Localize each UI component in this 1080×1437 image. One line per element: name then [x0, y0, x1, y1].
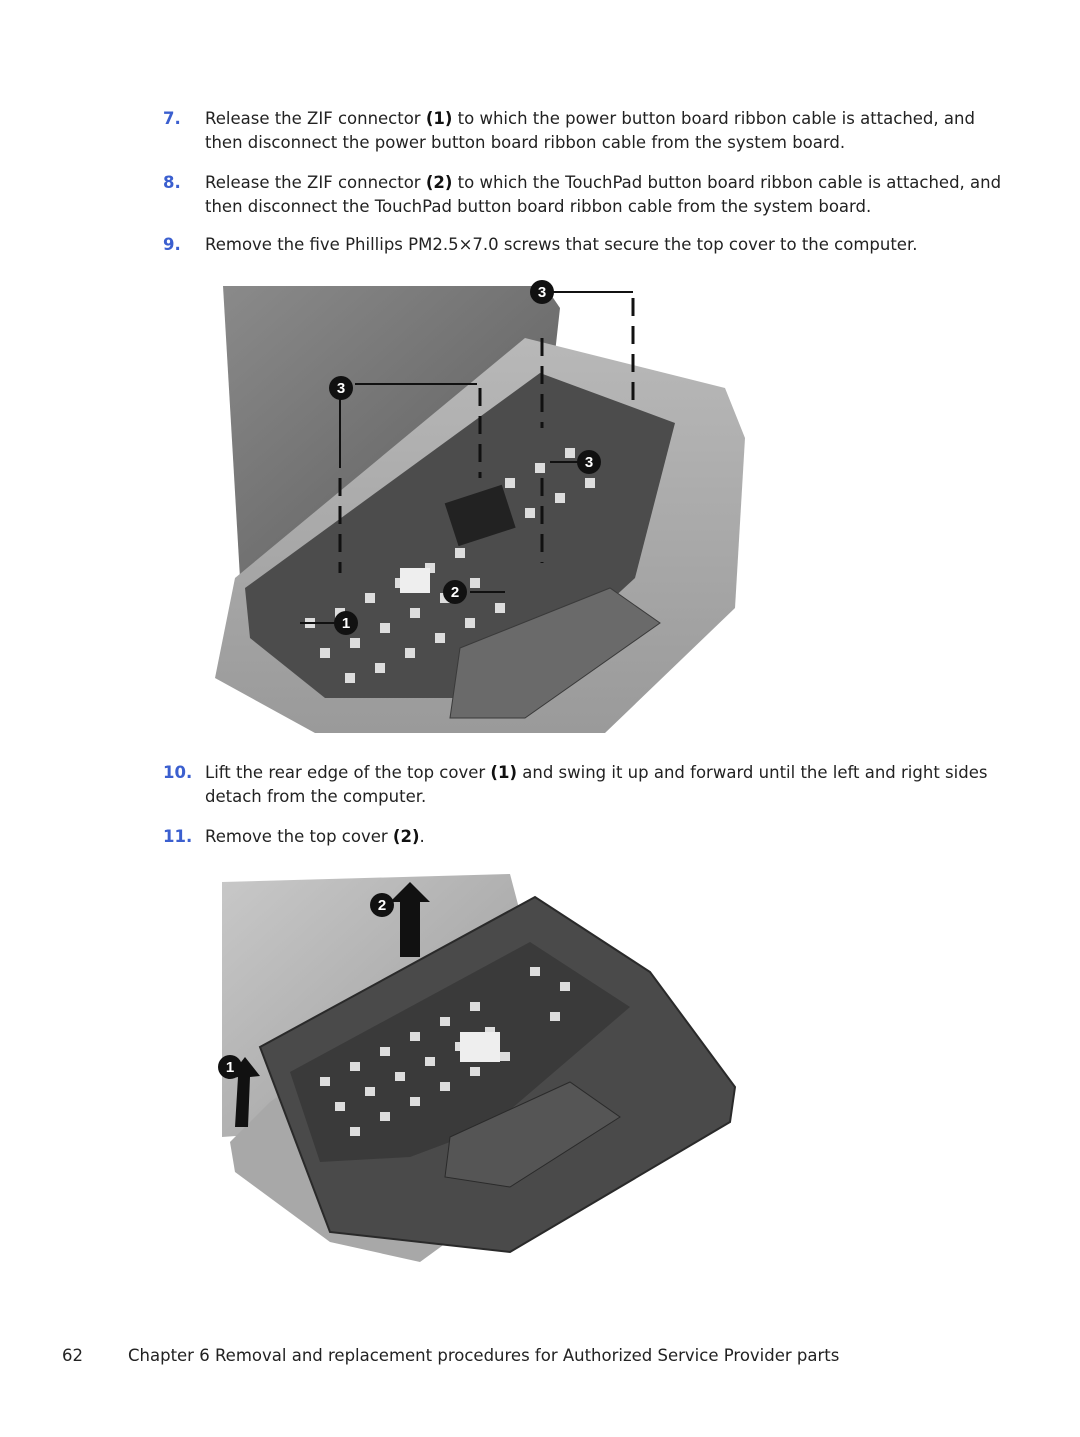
- svg-text:3: 3: [585, 454, 593, 471]
- step-8: 8. Release the ZIF connector (2) to whic…: [163, 171, 1003, 219]
- step-text: Remove the five Phillips PM2.5×7.0 screw…: [205, 235, 918, 254]
- callout-markers: 3 3 3 2 1: [329, 280, 601, 635]
- svg-text:2: 2: [451, 584, 459, 601]
- touchpad: [449, 587, 661, 719]
- step-9: 9. Remove the five Phillips PM2.5×7.0 sc…: [163, 233, 1003, 257]
- step-text: Remove the top cover (2).: [205, 827, 425, 846]
- step-number: 10.: [163, 763, 193, 782]
- step-number: 7.: [163, 109, 181, 128]
- top-cover-removal-figure: 2 1: [218, 874, 737, 1262]
- callout-ref: (1): [425, 109, 453, 128]
- step-text: Release the ZIF connector (2) to which t…: [205, 173, 1002, 216]
- callout-markers: 2 1: [218, 893, 394, 1079]
- svg-text:3: 3: [337, 380, 345, 397]
- page-number: 62: [62, 1346, 83, 1365]
- callout-ref: (2): [392, 827, 420, 846]
- top-cover-screws-figure: 3 3 3 2 1: [215, 280, 745, 733]
- step-text: Release the ZIF connector (1) to which t…: [205, 109, 975, 152]
- touchpad: [444, 1081, 621, 1188]
- step-7: 7. Release the ZIF connector (1) to whic…: [163, 107, 1003, 155]
- page-footer: 62 Chapter 6 Removal and replacement proc…: [62, 1346, 839, 1365]
- callout-ref: (1): [490, 763, 517, 782]
- chapter-title: Chapter 6 Removal and replacement proced…: [128, 1346, 840, 1365]
- step-number: 11.: [163, 827, 193, 846]
- step-number: 9.: [163, 235, 181, 254]
- step-11: 11. Remove the top cover (2).: [163, 825, 1003, 849]
- callout-ref: (2): [425, 173, 453, 192]
- step-text: Lift the rear edge of the top cover (1) …: [205, 763, 988, 806]
- svg-text:1: 1: [342, 615, 350, 632]
- step-10: 10. Lift the rear edge of the top cover …: [163, 761, 1003, 809]
- lift-arrow-icon: [390, 882, 430, 957]
- svg-text:1: 1: [226, 1059, 234, 1076]
- svg-text:3: 3: [538, 284, 546, 301]
- svg-text:2: 2: [378, 897, 386, 914]
- step-number: 8.: [163, 173, 181, 192]
